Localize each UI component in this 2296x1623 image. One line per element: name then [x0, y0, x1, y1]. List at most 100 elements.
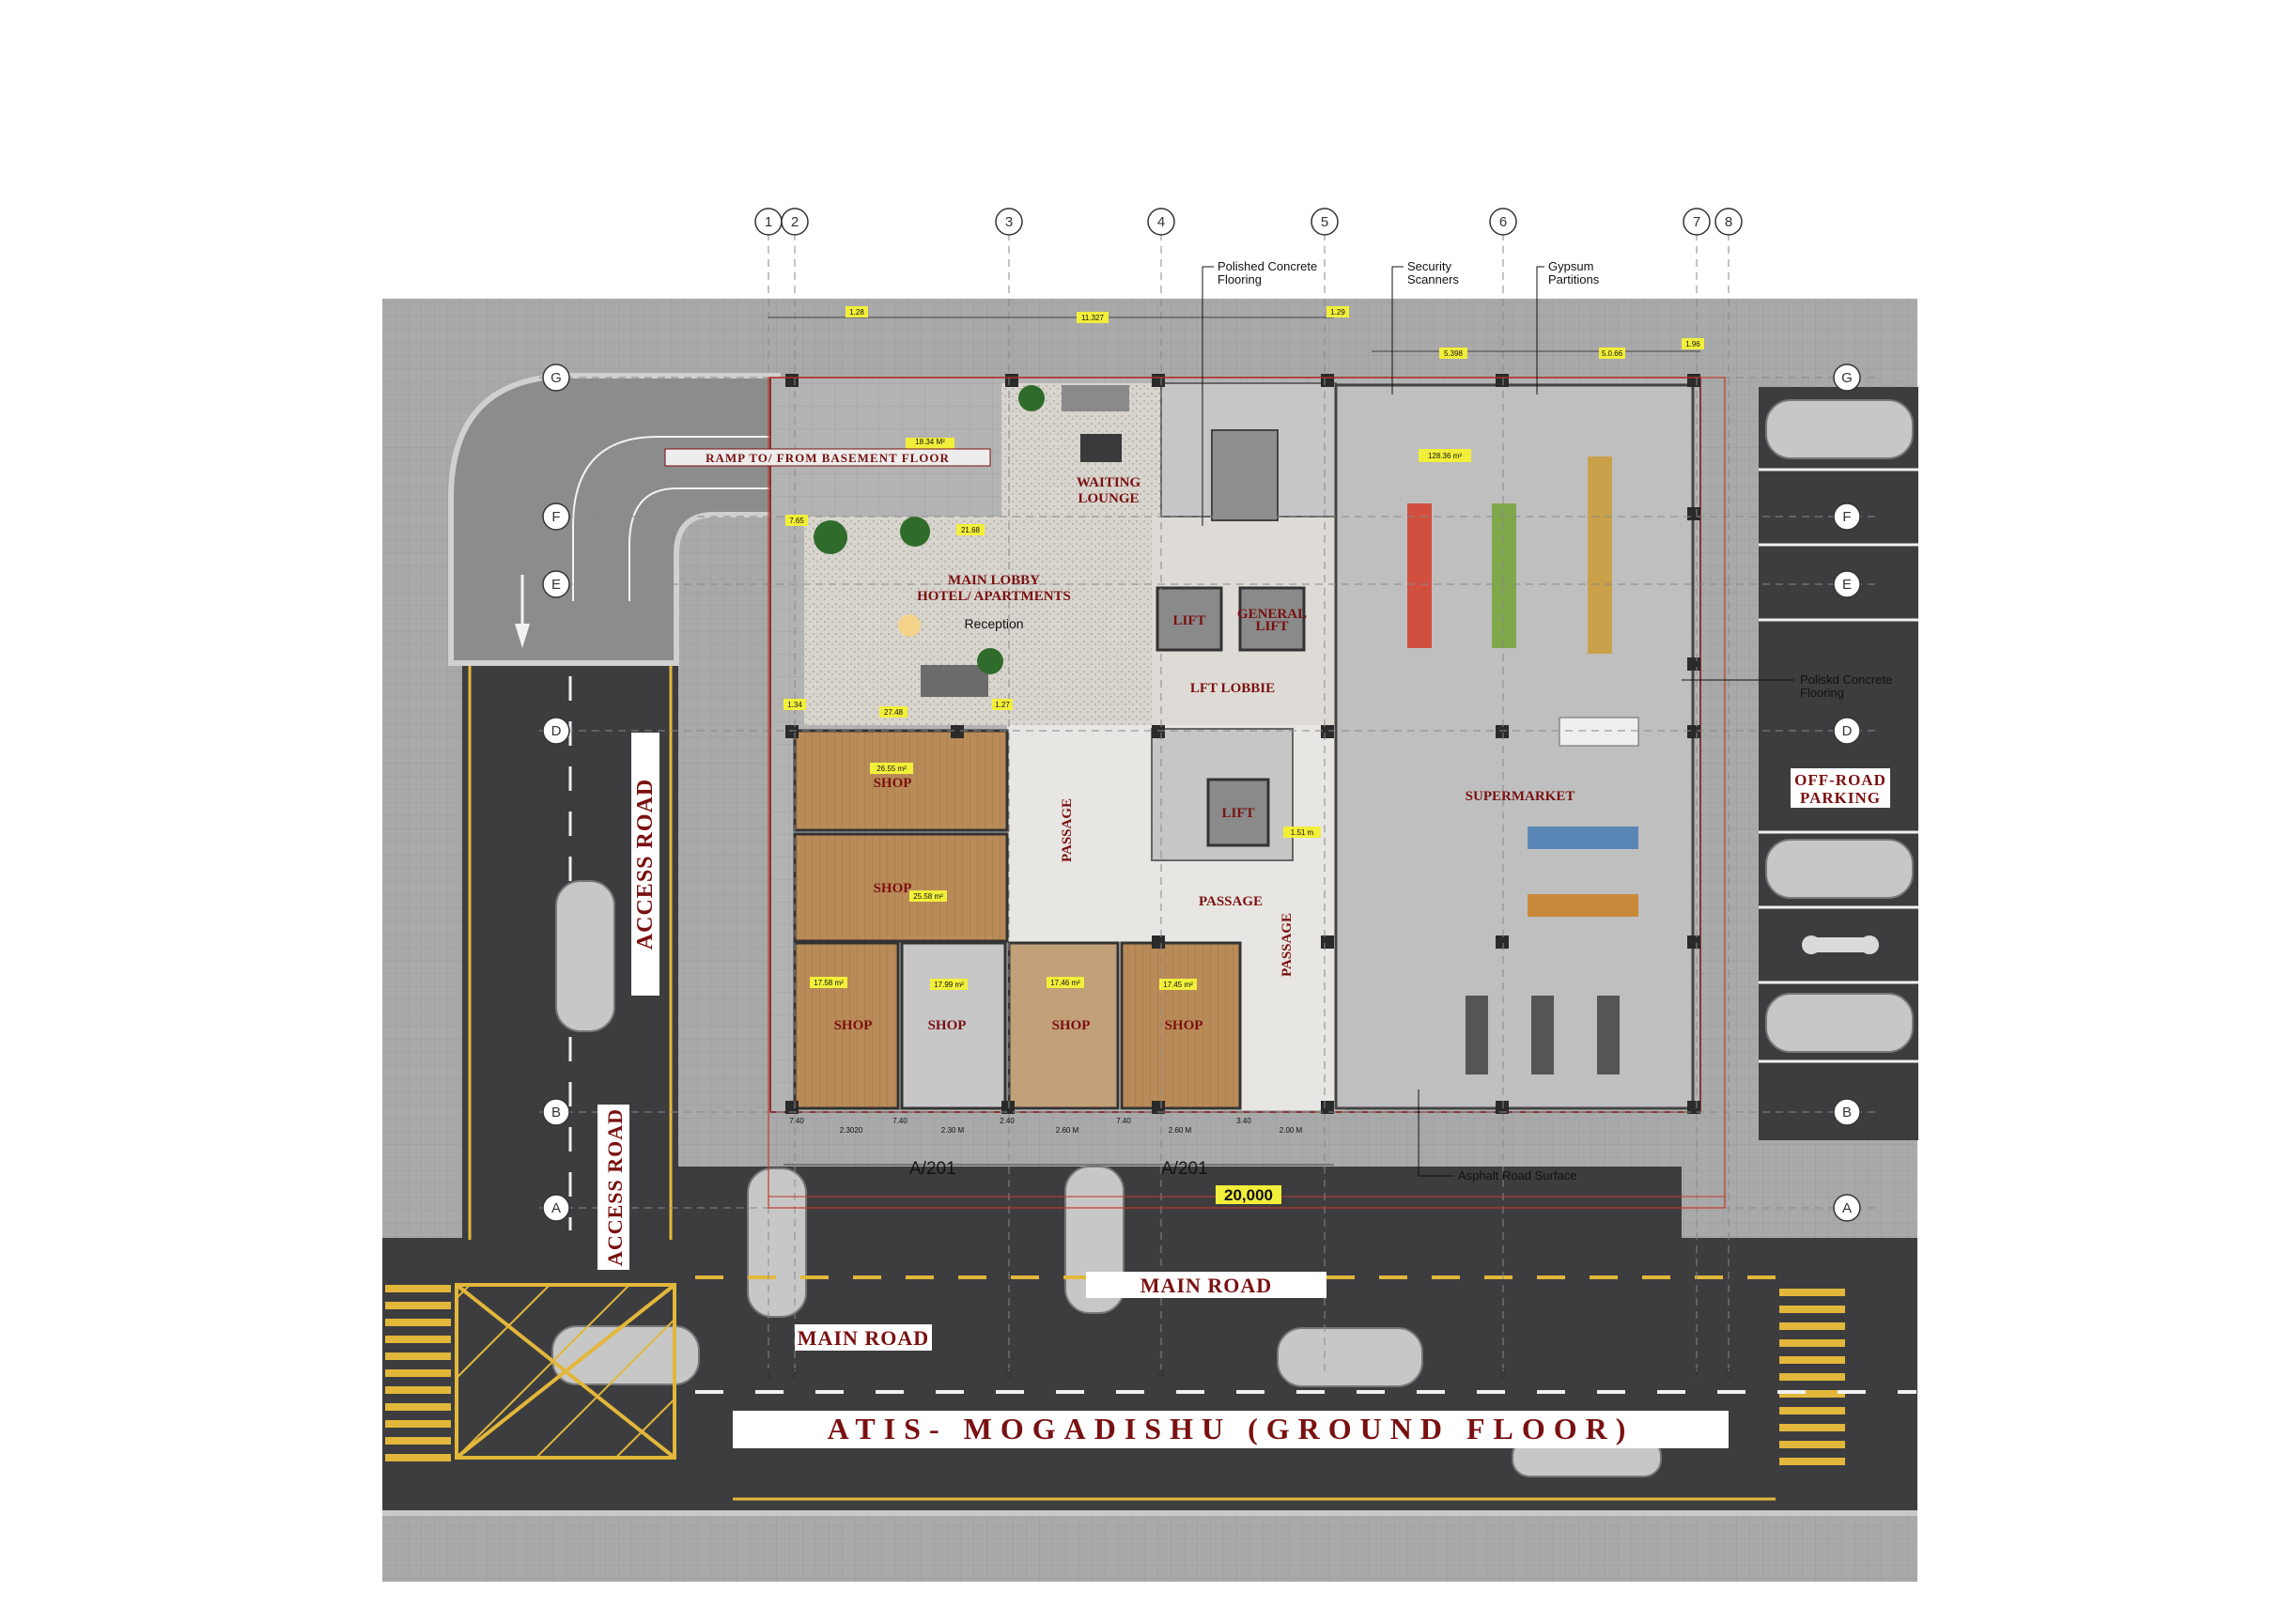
svg-text:Asphalt Road Surface: Asphalt Road Surface — [1458, 1168, 1576, 1182]
curb-bottom — [382, 1510, 1917, 1516]
checkout-counter — [1466, 996, 1488, 1074]
shop-2 — [793, 832, 1009, 943]
svg-text:2: 2 — [791, 214, 799, 230]
svg-text:5: 5 — [1321, 214, 1328, 230]
supermarket-shelf — [1528, 827, 1638, 849]
lamp-icon — [898, 614, 921, 637]
dimension-tags — [783, 306, 1704, 1204]
svg-text:4: 4 — [1157, 214, 1165, 230]
svg-text:2: 2 — [791, 1366, 799, 1382]
supermarket-shelf — [1588, 456, 1612, 654]
svg-text:F: F — [551, 509, 560, 525]
svg-text:E: E — [1842, 577, 1852, 593]
plant-icon — [814, 520, 847, 554]
svg-text:SUPERMARKET: SUPERMARKET — [1466, 789, 1575, 804]
title-banner — [733, 1411, 1729, 1448]
svg-text:D: D — [551, 723, 562, 739]
svg-text:Reception: Reception — [964, 616, 1023, 631]
svg-text:LFT LOBBIE: LFT LOBBIE — [1190, 681, 1275, 696]
ramp-lane-marking — [572, 436, 986, 601]
svg-text:D: D — [1842, 723, 1853, 739]
main-road-upper-label: MAIN ROAD — [1140, 1274, 1272, 1297]
room-labels: WAITING LOUNGE MAIN LOBBY HOTEL/ APARTME… — [834, 475, 1575, 1033]
svg-text:GENERAL: GENERAL — [1237, 607, 1307, 622]
svg-text:SHOP: SHOP — [928, 1018, 967, 1033]
svg-text:4: 4 — [1157, 1366, 1165, 1382]
reception-desk — [921, 665, 988, 697]
stairwell-void — [1211, 429, 1279, 521]
svg-text:128.36 m²: 128.36 m² — [1428, 452, 1462, 460]
svg-text:G: G — [551, 370, 562, 386]
svg-text:1.27: 1.27 — [995, 701, 1010, 709]
svg-text:1.51 m: 1.51 m — [1291, 828, 1314, 837]
svg-text:G: G — [1841, 370, 1853, 386]
svg-text:Polished Concrete: Polished Concrete — [1218, 259, 1317, 273]
annotation-leaders — [1202, 266, 1794, 1177]
lift-2 — [1238, 586, 1306, 652]
svg-text:F: F — [1842, 509, 1851, 525]
lounge-table — [1080, 434, 1122, 462]
svg-text:3: 3 — [1005, 1366, 1013, 1382]
svg-text:1.34: 1.34 — [787, 701, 802, 709]
cashier-desk — [1559, 717, 1639, 747]
shop-4 — [900, 941, 1007, 1110]
access-road-lower-box — [597, 1105, 629, 1270]
svg-text:PASSAGE: PASSAGE — [1280, 913, 1295, 977]
section-marker-1: A/201 — [909, 1159, 956, 1179]
dimension-values: 1.28 11.327 1.29 5.398 5.0.66 1.96 7.65 … — [787, 308, 1700, 989]
svg-text:25.58 m²: 25.58 m² — [913, 892, 943, 901]
svg-text:WAITING: WAITING — [1077, 475, 1141, 490]
sidewalk-bottom — [382, 1516, 1917, 1582]
svg-text:A: A — [551, 1200, 561, 1216]
overall-dimension: 20,000 — [1224, 1186, 1273, 1204]
supermarket-shelf — [1492, 503, 1516, 648]
svg-text:7.40: 7.40 — [789, 1117, 804, 1125]
ramp-label-box — [664, 448, 991, 467]
svg-text:7: 7 — [1693, 1366, 1700, 1382]
checkout-counter — [1531, 996, 1554, 1074]
svg-text:7.65: 7.65 — [789, 517, 804, 525]
svg-text:B: B — [551, 1105, 561, 1121]
svg-text:LIFT: LIFT — [1255, 619, 1288, 634]
parking-lines — [1759, 468, 1918, 1063]
access-road-lower-label: ACCESS ROAD — [603, 1108, 627, 1266]
shop-6 — [1120, 941, 1242, 1110]
supermarket-shelf — [1528, 894, 1638, 917]
svg-text:11.327: 11.327 — [1081, 314, 1104, 322]
svg-text:3.40: 3.40 — [1236, 1117, 1251, 1125]
svg-text:6: 6 — [1499, 1366, 1507, 1382]
shop-3 — [793, 941, 900, 1110]
svg-text:5.398: 5.398 — [1444, 349, 1464, 358]
svg-text:1: 1 — [765, 214, 772, 230]
svg-text:6: 6 — [1499, 214, 1507, 230]
box-junction-cross — [455, 1283, 676, 1460]
svg-text:3: 3 — [1005, 214, 1013, 230]
svg-text:SHOP: SHOP — [874, 881, 912, 896]
svg-text:Scanners: Scanners — [1407, 272, 1459, 286]
lift-3 — [1206, 778, 1270, 847]
access-road-label: ACCESS ROAD — [633, 779, 658, 950]
svg-text:8: 8 — [1725, 1366, 1732, 1382]
ramp-label: RAMP TO/ FROM BASEMENT FLOOR — [706, 451, 950, 465]
page-title: ATIS- MOGADISHU (GROUND FLOOR) — [828, 1412, 1635, 1445]
svg-text:2.60 M: 2.60 M — [1056, 1126, 1079, 1135]
svg-text:17.58 m²: 17.58 m² — [814, 979, 844, 987]
lift-1 — [1156, 586, 1223, 652]
svg-text:2.60 M: 2.60 M — [1169, 1126, 1192, 1135]
parking-label-line1: OFF-ROAD — [1794, 771, 1886, 789]
svg-text:SHOP: SHOP — [1165, 1018, 1203, 1033]
zebra-crossing — [385, 1285, 1845, 1465]
svg-text:26.55 m²: 26.55 m² — [877, 765, 907, 773]
svg-text:1.29: 1.29 — [1330, 308, 1345, 317]
shop-5 — [1007, 941, 1120, 1110]
svg-text:Gypsum: Gypsum — [1548, 259, 1593, 273]
svg-text:B: B — [1842, 1105, 1852, 1121]
svg-text:E: E — [551, 577, 561, 593]
supermarket-shelf — [1407, 503, 1432, 648]
svg-text:Flooring: Flooring — [1218, 272, 1262, 286]
shop-1 — [793, 729, 1009, 832]
svg-text:7.40: 7.40 — [892, 1117, 908, 1125]
main-road-lower-box — [795, 1324, 932, 1351]
svg-text:2.40: 2.40 — [1000, 1117, 1015, 1125]
svg-text:LIFT: LIFT — [1172, 613, 1205, 628]
